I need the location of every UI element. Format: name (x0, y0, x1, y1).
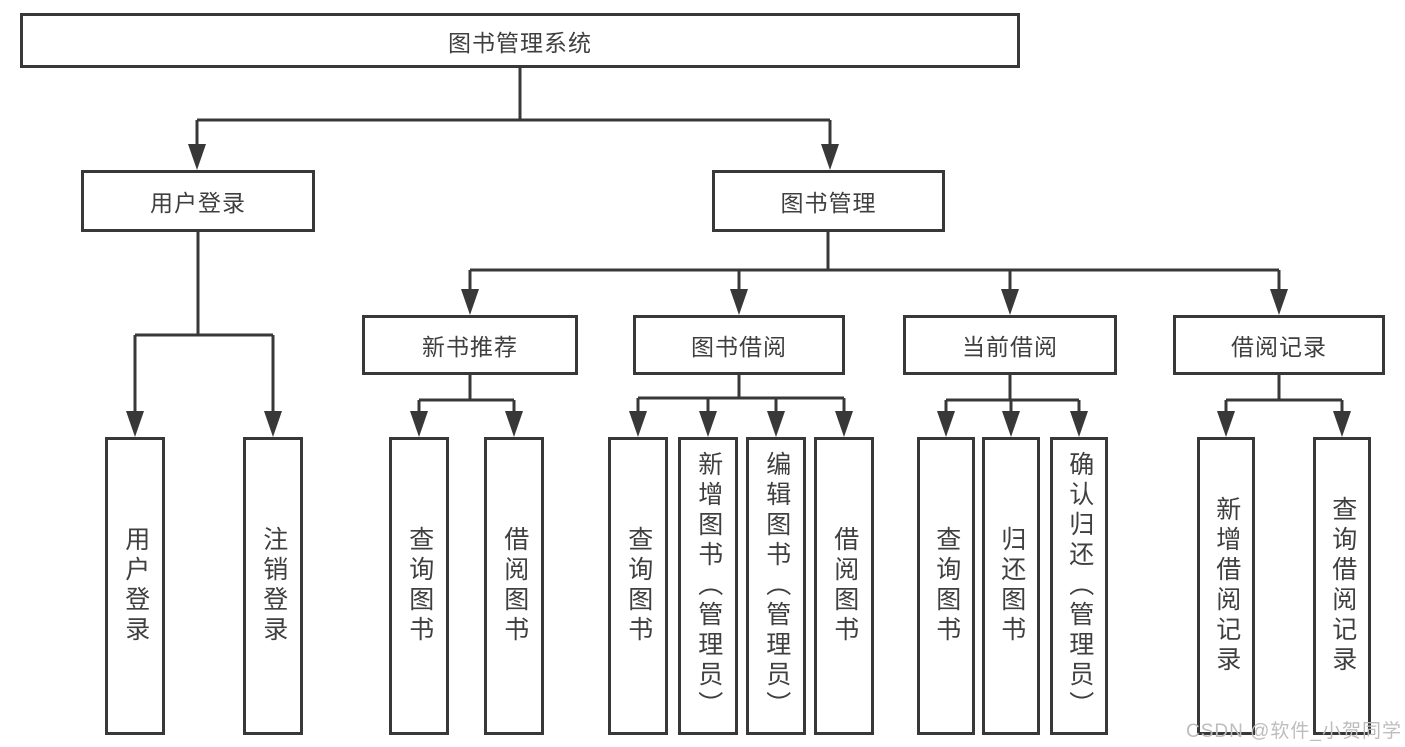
arrow-down-icon (1217, 411, 1235, 437)
arrow-down-icon (629, 411, 647, 437)
leaf-borrow-books-label: 借阅图书 (830, 526, 859, 646)
connector-borrowing-records (1224, 375, 1344, 413)
leaf-confirm-return-admin-label: 确认归还（管理员） (1065, 451, 1094, 721)
connector-user-login (133, 232, 275, 413)
leaf-query-books-borrow-label: 查询图书 (624, 526, 653, 646)
node-book-management: 图书管理 (712, 170, 945, 232)
connector-book-borrowing (636, 375, 846, 413)
node-book-borrowing: 图书借阅 (633, 315, 845, 375)
leaf-query-borrow-record-label: 查询借阅记录 (1328, 496, 1357, 676)
leaf-add-borrow-record: 新增借阅记录 (1197, 437, 1255, 735)
arrow-down-icon (505, 411, 523, 437)
leaf-edit-books-admin: 编辑图书（管理员） (746, 437, 806, 735)
connector-current-borrowing (944, 375, 1081, 413)
arrow-down-icon (821, 144, 839, 170)
leaf-confirm-return-admin: 确认归还（管理员） (1050, 437, 1108, 735)
node-root: 图书管理系统 (20, 13, 1020, 68)
leaf-add-books-admin: 新增图书（管理员） (678, 437, 738, 735)
arrow-down-icon (1002, 411, 1020, 437)
arrow-down-icon (767, 411, 785, 437)
node-borrowing-records-label: 借阅记录 (1231, 334, 1327, 360)
arrow-down-icon (1270, 289, 1288, 315)
node-new-book-recommendation: 新书推荐 (362, 315, 578, 375)
arrow-down-icon (264, 411, 282, 437)
node-user-login: 用户登录 (81, 170, 315, 232)
leaf-query-books-borrow: 查询图书 (608, 437, 668, 735)
arrow-down-icon (461, 289, 479, 315)
leaf-query-borrow-record: 查询借阅记录 (1313, 437, 1371, 735)
node-current-borrowing-label: 当前借阅 (962, 334, 1058, 360)
csdn-watermark: CSDN @软件_小贺同学 (1186, 721, 1402, 742)
leaf-query-books-current-label: 查询图书 (932, 526, 961, 646)
leaf-return-books-label: 归还图书 (997, 526, 1026, 646)
arrow-down-icon (699, 411, 717, 437)
leaf-query-books-recommend: 查询图书 (389, 437, 449, 735)
arrow-down-icon (188, 144, 206, 170)
node-current-borrowing: 当前借阅 (903, 315, 1117, 375)
connector-new-book-recommendation (417, 375, 516, 413)
node-book-management-label: 图书管理 (780, 190, 877, 216)
arrow-down-icon (410, 411, 428, 437)
leaf-query-books-current: 查询图书 (917, 437, 975, 735)
connector-root (195, 68, 832, 146)
leaf-borrow-books-recommend: 借阅图书 (484, 437, 544, 735)
node-book-borrowing-label: 图书借阅 (691, 334, 787, 360)
leaf-return-books: 归还图书 (982, 437, 1040, 735)
leaf-query-books-recommend-label: 查询图书 (405, 526, 434, 646)
leaf-user-login: 用户登录 (105, 437, 165, 735)
arrow-down-icon (1070, 411, 1088, 437)
leaf-user-login-label: 用户登录 (121, 526, 150, 646)
node-borrowing-records: 借阅记录 (1173, 315, 1385, 375)
leaf-add-borrow-record-label: 新增借阅记录 (1212, 496, 1241, 676)
connector-book-management (468, 232, 1281, 291)
arrow-down-icon (1001, 289, 1019, 315)
leaf-add-books-admin-label: 新增图书（管理员） (694, 451, 723, 721)
node-user-login-label: 用户登录 (150, 190, 246, 216)
node-root-label: 图书管理系统 (448, 29, 592, 56)
node-new-book-recommendation-label: 新书推荐 (422, 334, 518, 360)
leaf-borrow-books-recommend-label: 借阅图书 (500, 526, 529, 646)
leaf-edit-books-admin-label: 编辑图书（管理员） (762, 451, 791, 721)
arrow-down-icon (1333, 411, 1351, 437)
leaf-logout: 注销登录 (243, 437, 303, 735)
leaf-borrow-books: 借阅图书 (814, 437, 874, 735)
leaf-logout-label: 注销登录 (259, 526, 288, 646)
arrow-down-icon (730, 289, 748, 315)
arrow-down-icon (835, 411, 853, 437)
arrow-down-icon (937, 411, 955, 437)
arrow-down-icon (126, 411, 144, 437)
